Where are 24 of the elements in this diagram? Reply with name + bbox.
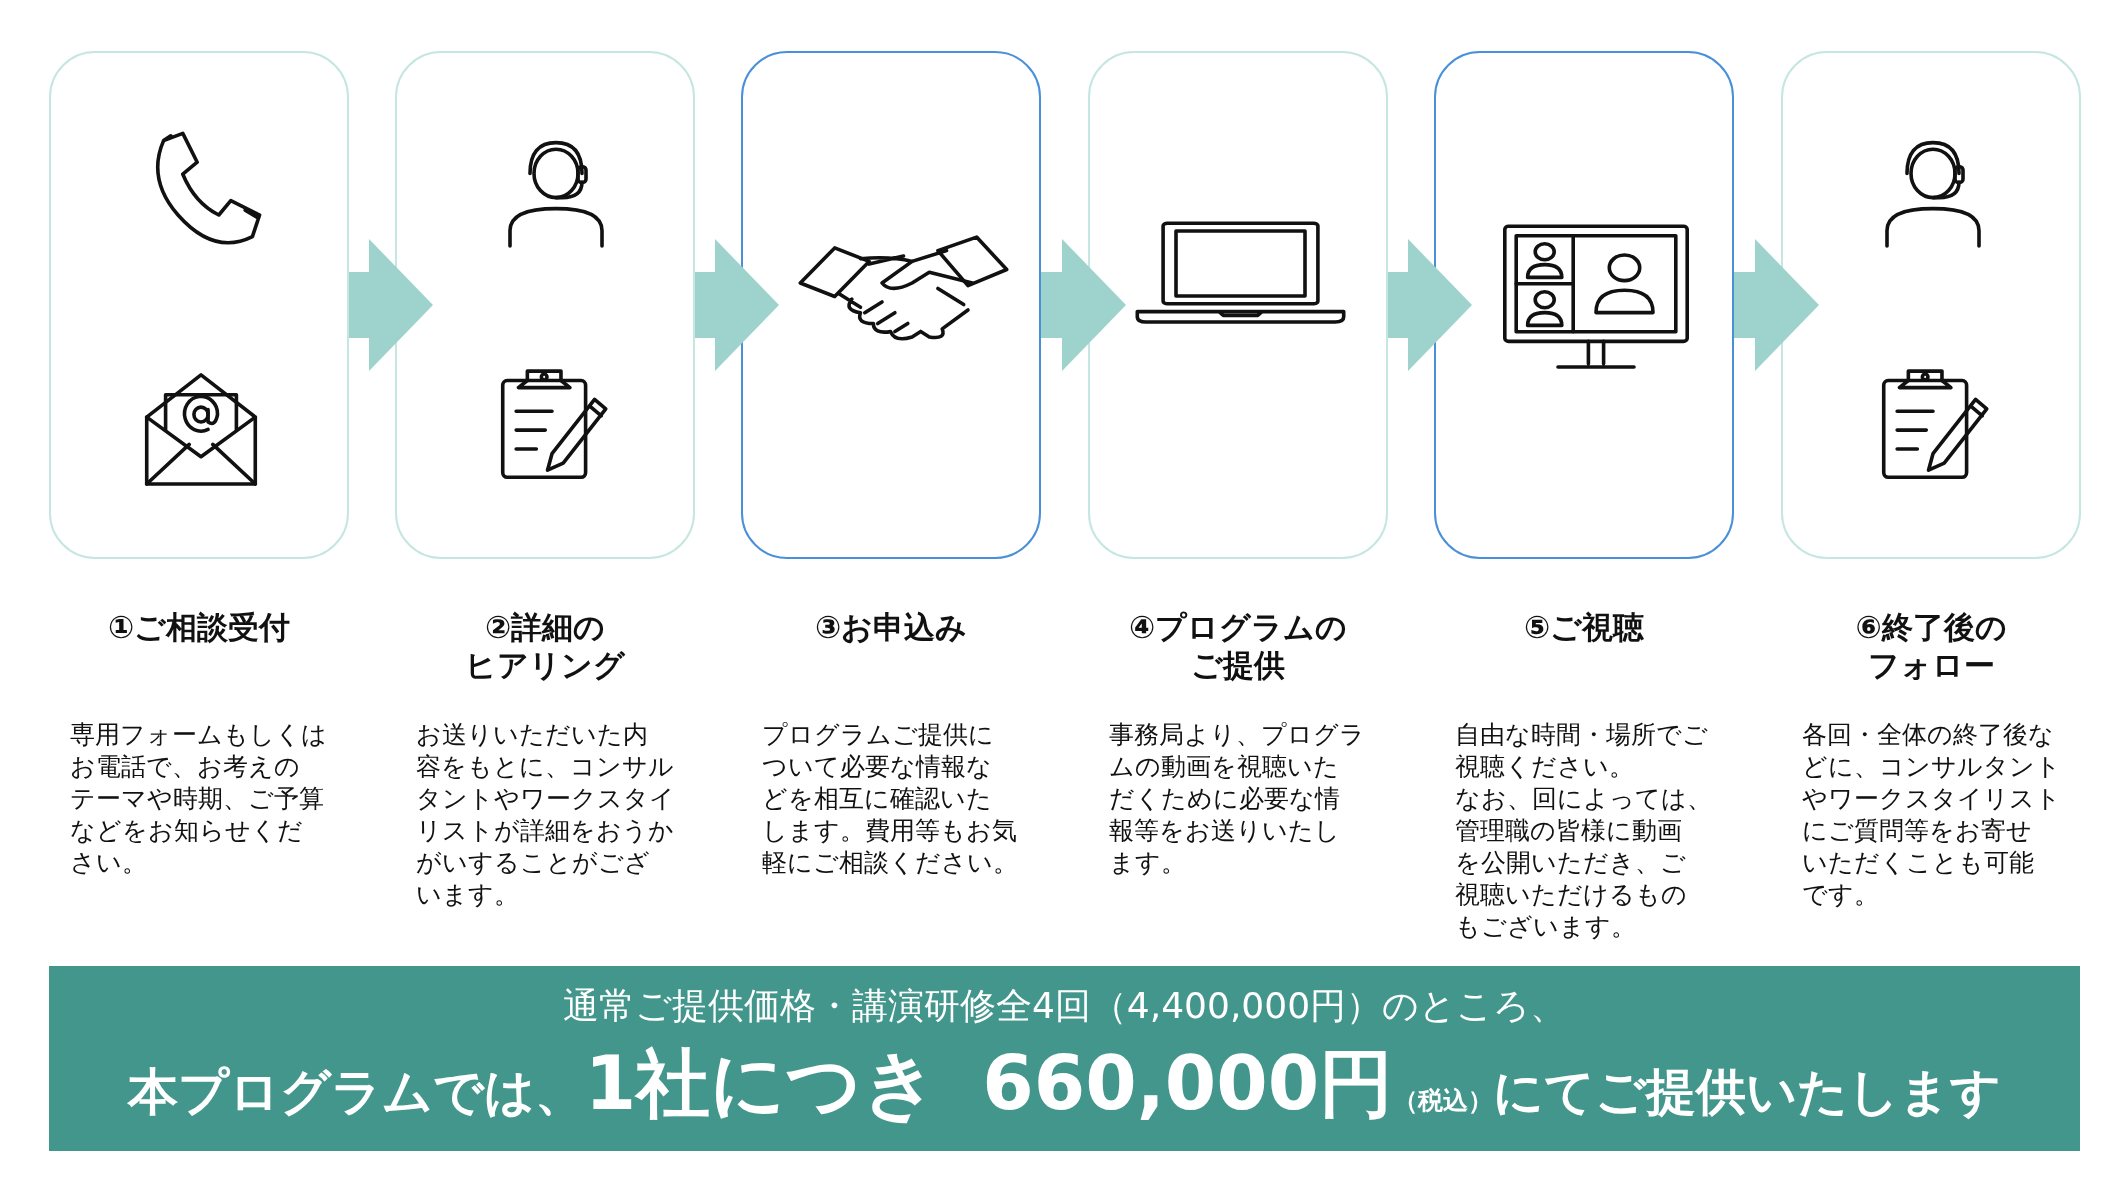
arrow: [1734, 239, 1819, 371]
arrow: [1388, 239, 1472, 371]
step-title: ⑤ご視聴: [1522, 608, 1646, 646]
step-description: プログラムご提供について必要な情報などを相互に確認いたします。費用等もお気軽にご相談ください。: [762, 719, 1018, 879]
arrow: [695, 239, 779, 371]
step-description: 専用フォームもしくはお電話で、お考えのテーマや時期、ご予算などをお知らせください。: [70, 719, 327, 879]
step-title: ②詳細のヒアリング: [464, 608, 626, 684]
step-description: 自由な時間・場所でご視聴ください。なお、回によっては、管理職の皆様に動画を公開いただき、ご視聴いただけるものもございます。: [1455, 719, 1712, 943]
step-title: ③お申込み: [813, 608, 969, 646]
step-title: ①ご相談受付: [106, 608, 292, 646]
price-text: にてご提供いたします: [1493, 1061, 2002, 1123]
arrow: [349, 239, 433, 371]
step-description: お送りいただいた内容をもとに、コンサルタントやワークスタイリストが詳細をおうかがいすることがございます。: [416, 719, 675, 911]
step-description: 各回・全体の終了後などに、コンサルタントやワークスタイリストにご質問等をお寄せいただくことも可能です。: [1802, 719, 2061, 911]
arrow: [1041, 239, 1126, 371]
price-emphasis: 1社につき: [584, 1038, 939, 1128]
price-amount: 660,000円: [982, 1038, 1394, 1128]
price-note: 通常ご提供価格・講演研修全4回（4,400,000円）のところ、: [562, 983, 1567, 1028]
step-title: ④プログラムのご提供: [1127, 608, 1349, 684]
price-banner: [49, 966, 2080, 1151]
price-text: 本プログラムでは、: [127, 1061, 585, 1123]
step-description: 事務局より、プログラムの動画を視聴いただくために必要な情報等をお送りいたします。: [1109, 719, 1365, 879]
step-title: ⑥終了後のフォロー: [1854, 608, 2008, 684]
tax-note: （税込）: [1393, 1084, 1494, 1117]
